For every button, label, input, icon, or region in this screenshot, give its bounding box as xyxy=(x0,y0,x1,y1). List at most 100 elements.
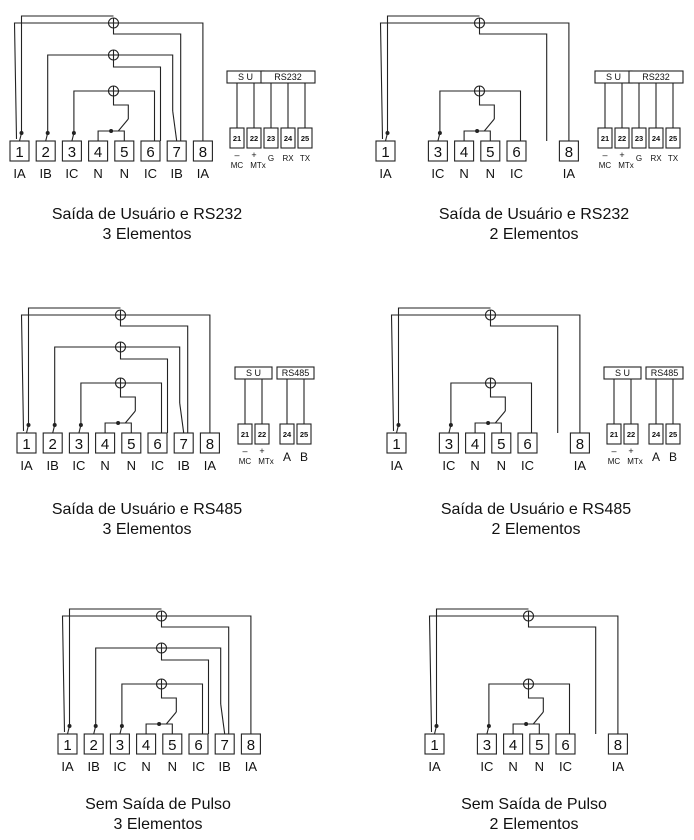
side-terminal-box xyxy=(648,423,664,445)
terminal-number: 7 xyxy=(180,436,188,453)
wire-phase-a xyxy=(428,615,619,734)
terminal-number: 4 xyxy=(142,737,150,754)
rs-header-label: RS232 xyxy=(274,72,302,82)
terminal-number: 1 xyxy=(22,436,30,453)
rs-header-box xyxy=(628,70,684,84)
junction-dot xyxy=(116,421,121,425)
wire-phase-b xyxy=(172,110,178,142)
terminal-number: 4 xyxy=(101,436,109,453)
caption-line-2: 2 Elementos xyxy=(489,816,579,833)
side-terminal-label: G xyxy=(268,154,274,163)
side-terminal-number: 23 xyxy=(267,134,275,143)
terminal-number: 6 xyxy=(561,737,569,754)
terminal-box xyxy=(607,733,628,755)
caption-sem-pulso-3-elementos: Sem Saída de Pulso 3 Elementos xyxy=(8,795,308,835)
terminal-number: 3 xyxy=(445,436,453,453)
terminal-number: 3 xyxy=(483,737,491,754)
terminal-box xyxy=(427,140,448,162)
terminal-label: IB xyxy=(88,759,100,774)
side-sign-minus: – xyxy=(242,446,247,456)
terminal-label: IA xyxy=(574,458,587,473)
caption-line-1: Sem Saída de Pulso xyxy=(461,796,607,813)
terminal-label: IC xyxy=(521,458,534,473)
terminal-number: 5 xyxy=(168,737,176,754)
junction-dot xyxy=(78,423,83,427)
su-header-box xyxy=(603,366,642,380)
terminal-label: N xyxy=(127,458,136,473)
su-header-box xyxy=(234,366,273,380)
wire-phase-b-return xyxy=(119,352,169,433)
side-terminal-number: 22 xyxy=(618,134,626,143)
caption-line-2: 2 Elementos xyxy=(489,226,579,243)
wire-phase-b xyxy=(95,647,162,726)
terminal-box xyxy=(88,140,109,162)
terminal-box xyxy=(569,432,590,454)
terminal-label: IC xyxy=(192,759,205,774)
caption-saida-rs485-2-elementos: Saída de Usuário e RS485 2 Elementos xyxy=(386,500,686,540)
terminal-label: N xyxy=(486,166,495,181)
wire-neutral xyxy=(494,410,506,424)
wire-phase-c-return xyxy=(489,388,506,411)
junction-dot xyxy=(157,722,162,726)
terminal-label: N xyxy=(497,458,506,473)
side-terminal-box xyxy=(280,127,296,149)
junction-dot xyxy=(434,724,439,728)
rs-header-box xyxy=(645,366,684,380)
terminal-number: 3 xyxy=(68,144,76,161)
side-terminal-number: 21 xyxy=(241,430,249,439)
terminal-box xyxy=(386,432,407,454)
side-terminal-number: 24 xyxy=(284,134,293,143)
terminal-box xyxy=(480,140,501,162)
caption-saida-rs485-3-elementos: Saída de Usuário e RS485 3 Elementos xyxy=(0,500,297,540)
terminal-label: IC xyxy=(113,759,126,774)
terminal-label: IC xyxy=(559,759,572,774)
wire-phase-a xyxy=(397,307,491,425)
caption-line-2: 2 Elementos xyxy=(491,521,581,538)
side-sign-plus: + xyxy=(619,150,624,160)
wire-phase-a-return xyxy=(478,28,548,141)
terminal-label: N xyxy=(120,166,129,181)
terminal-box xyxy=(9,140,30,162)
terminal-number: 6 xyxy=(512,144,520,161)
terminal-label: IA xyxy=(245,759,258,774)
side-terminal-number: 21 xyxy=(610,430,618,439)
junction-dot xyxy=(71,131,76,135)
wire-neutral xyxy=(165,711,177,725)
terminal-box xyxy=(555,733,576,755)
caption-line-1: Saída de Usuário e RS232 xyxy=(51,206,243,223)
wire-phase-c-return xyxy=(112,96,129,119)
terminal-number: 8 xyxy=(206,436,214,453)
terminal-number: 2 xyxy=(90,737,98,754)
terminal-box xyxy=(438,432,459,454)
side-terminal-label: A xyxy=(283,450,291,464)
terminal-label: N xyxy=(93,166,102,181)
terminal-box xyxy=(95,432,116,454)
caption-line-2: 3 Elementos xyxy=(102,521,192,538)
terminal-box xyxy=(503,733,524,755)
terminal-box xyxy=(529,733,550,755)
side-terminal-label: MC xyxy=(608,457,621,466)
terminal-box xyxy=(121,432,142,454)
terminal-box xyxy=(240,733,261,755)
side-terminal-box xyxy=(229,127,245,149)
caption-saida-rs232-3-elementos: Saída de Usuário e RS232 3 Elementos xyxy=(0,205,297,245)
terminal-box xyxy=(476,733,497,755)
terminal-label: IA xyxy=(379,166,392,181)
side-terminal-box xyxy=(614,127,630,149)
terminal-number: 6 xyxy=(194,737,202,754)
terminal-label: IB xyxy=(40,166,52,181)
junction-dot xyxy=(93,724,98,728)
rs-header-label: RS485 xyxy=(282,368,310,378)
side-terminal-label: B xyxy=(300,450,308,464)
wire-phase-c-return xyxy=(527,689,544,712)
terminal-number: 3 xyxy=(434,144,442,161)
terminal-label: IA xyxy=(428,759,441,774)
junction-dot xyxy=(437,131,442,135)
terminal-label: N xyxy=(535,759,544,774)
wire-phase-b xyxy=(220,703,226,735)
wire-phase-c xyxy=(450,382,491,425)
su-header-label: S U xyxy=(606,72,621,82)
wire-phase-c xyxy=(80,382,121,425)
terminal-number: 8 xyxy=(247,737,255,754)
